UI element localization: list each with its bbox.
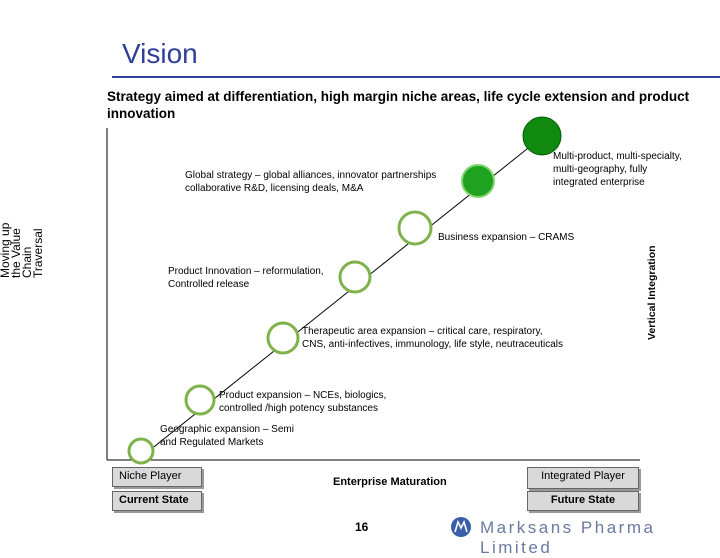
stage-label-therapeutic: Therapeutic area expansion – critical ca… bbox=[302, 326, 564, 350]
niche-player-box: Niche Player bbox=[112, 467, 202, 487]
enterprise-maturation-label: Enterprise Maturation bbox=[333, 476, 447, 488]
slide-subtitle: Strategy aimed at differentiation, high … bbox=[107, 89, 690, 121]
stage-label-business: Business expansion – CRAMS bbox=[438, 232, 575, 243]
stage-label-multi-product: Multi-product, multi-specialty,multi-geo… bbox=[553, 151, 682, 188]
title-underline bbox=[112, 76, 720, 78]
slide-title: Vision bbox=[122, 38, 198, 69]
future-state-box: Future State bbox=[527, 491, 639, 511]
current-state-box: Current State bbox=[112, 491, 202, 511]
stage-circle-1 bbox=[127, 437, 155, 465]
stage-circle-5 bbox=[397, 210, 433, 246]
stage-label-global: Global strategy – global alliances, inno… bbox=[185, 170, 437, 194]
stage-circle-2 bbox=[184, 384, 216, 416]
stage-circle-4 bbox=[338, 260, 372, 294]
page-number: 16 bbox=[355, 520, 369, 534]
stage-circle-6 bbox=[461, 164, 495, 198]
vertical-integration-label: Vertical Integration bbox=[646, 245, 658, 341]
stage-label-product-expansion: Product expansion – NCEs, biologics,cont… bbox=[219, 390, 387, 414]
company-name: Marksans Pharma Limited bbox=[480, 518, 656, 557]
stage-label-product-innovation: Product Innovation – reformulation,Contr… bbox=[168, 266, 324, 290]
stage-circle-3 bbox=[266, 321, 300, 355]
strategy-diagram bbox=[106, 116, 640, 465]
company-logo-icon bbox=[451, 517, 471, 537]
integrated-player-box: Integrated Player bbox=[527, 467, 639, 489]
stage-circle-7 bbox=[522, 116, 562, 156]
